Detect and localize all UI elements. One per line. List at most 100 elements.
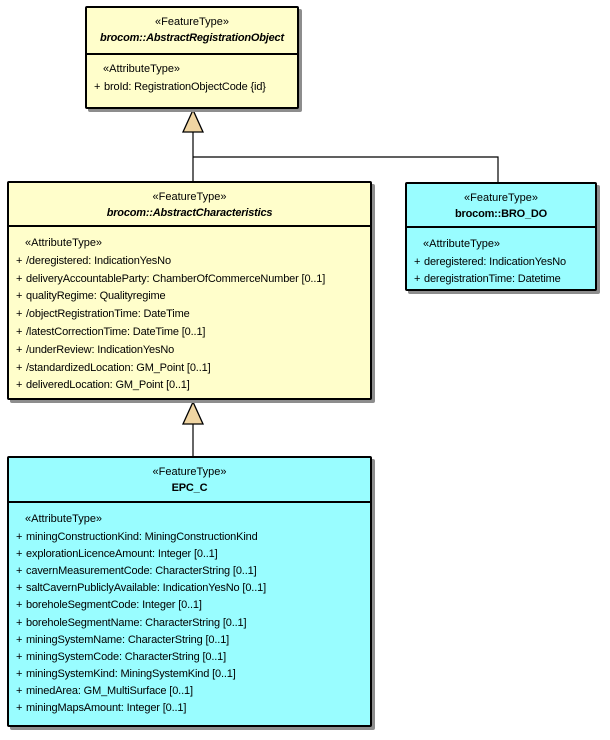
attribute-text: miningSystemCode: CharacterString [0..1]: [26, 650, 227, 663]
class-header: «FeatureType» brocom::BRO_DO: [407, 184, 595, 228]
attributes-list: + /deregistered: IndicationYesNo + deliv…: [9, 252, 370, 394]
attribute-text: deliveryAccountableParty: ChamberOfComme…: [26, 272, 326, 285]
class-name: brocom::AbstractRegistrationObject: [100, 32, 284, 44]
attribute-text: deregistrationTime: Datetime: [424, 273, 561, 286]
class-header: «FeatureType» brocom::AbstractCharacteri…: [9, 183, 370, 227]
visibility-marker: +: [16, 290, 23, 303]
visibility-marker: +: [94, 80, 101, 93]
visibility-marker: +: [16, 685, 23, 698]
class-stereotype: «FeatureType»: [155, 16, 229, 28]
class-box-abstract-characteristics[interactable]: «FeatureType» brocom::AbstractCharacteri…: [7, 181, 372, 400]
attribute-row: + deregistered: IndicationYesNo: [407, 253, 595, 271]
visibility-marker: +: [16, 564, 23, 577]
attribute-row: + /objectRegistrationTime: DateTime: [9, 305, 370, 323]
attribute-type-header: «AttributeType»: [103, 63, 181, 75]
generalization-connector-characteristics-to-registrationobject: [181, 108, 205, 182]
attribute-row: + miningConstructionKind: MiningConstruc…: [9, 528, 370, 545]
attribute-text: /deregistered: IndicationYesNo: [26, 254, 171, 267]
visibility-marker: +: [16, 379, 23, 392]
attribute-text: boreholeSegmentName: CharacterString [0.…: [26, 616, 247, 629]
attribute-row: + minedArea: GM_MultiSurface [0..1]: [9, 683, 370, 700]
generalization-connector-brodo-to-registrationobject: [193, 156, 499, 183]
visibility-marker: +: [16, 547, 23, 560]
visibility-marker: +: [414, 255, 421, 268]
attribute-row: + miningMapsAmount: Integer [0..1]: [9, 700, 370, 717]
generalization-arrow-icon: [181, 400, 205, 425]
class-box-bro-do[interactable]: «FeatureType» brocom::BRO_DO «AttributeT…: [405, 182, 597, 291]
attribute-text: saltCavernPubliclyAvailable: IndicationY…: [26, 582, 266, 595]
attribute-row: + /standardizedLocation: GM_Point [0..1]: [9, 359, 370, 377]
attribute-text: deregistered: IndicationYesNo: [424, 255, 567, 268]
class-stereotype: «FeatureType»: [152, 191, 227, 203]
attribute-row: + miningSystemCode: CharacterString [0..…: [9, 648, 370, 665]
class-header: «FeatureType» EPC_C: [9, 458, 370, 503]
visibility-marker: +: [16, 308, 23, 321]
attribute-row: + explorationLicenceAmount: Integer [0..…: [9, 545, 370, 562]
attribute-row: + /latestCorrectionTime: DateTime [0..1]: [9, 323, 370, 341]
attribute-text: /standardizedLocation: GM_Point [0..1]: [26, 361, 211, 374]
visibility-marker: +: [16, 599, 23, 612]
attribute-row: + miningSystemName: CharacterString [0..…: [9, 631, 370, 648]
attribute-row: + boreholeSegmentCode: Integer [0..1]: [9, 597, 370, 614]
attribute-row: + miningSystemKind: MiningSystemKind [0.…: [9, 666, 370, 683]
attribute-text: qualityRegime: Qualityregime: [26, 290, 166, 303]
attribute-text: miningSystemKind: MiningSystemKind [0..1…: [26, 668, 236, 681]
attribute-text: miningConstructionKind: MiningConstructi…: [26, 530, 258, 543]
attribute-text: deliveredLocation: GM_Point [0..1]: [26, 379, 190, 392]
attributes-list: + miningConstructionKind: MiningConstruc…: [9, 528, 370, 717]
attribute-text: miningSystemName: CharacterString [0..1]: [26, 633, 230, 646]
attribute-row: + qualityRegime: Qualityregime: [9, 288, 370, 306]
attribute-text: minedArea: GM_MultiSurface [0..1]: [26, 685, 193, 698]
attribute-row: + saltCavernPubliclyAvailable: Indicatio…: [9, 580, 370, 597]
attribute-row: + cavernMeasurementCode: CharacterString…: [9, 562, 370, 579]
attribute-text: /underReview: IndicationYesNo: [26, 343, 175, 356]
attribute-text: explorationLicenceAmount: Integer [0..1]: [26, 547, 218, 560]
visibility-marker: +: [16, 361, 23, 374]
attribute-row: + deliveredLocation: GM_Point [0..1]: [9, 377, 370, 395]
class-name: brocom::AbstractCharacteristics: [106, 207, 273, 219]
visibility-marker: +: [16, 343, 23, 356]
visibility-marker: +: [16, 668, 23, 681]
attributes-list: + broId: RegistrationObjectCode {id}: [87, 78, 297, 95]
visibility-marker: +: [16, 616, 23, 629]
attribute-text: boreholeSegmentCode: Integer [0..1]: [26, 599, 202, 612]
attribute-row: + broId: RegistrationObjectCode {id}: [87, 78, 297, 95]
visibility-marker: +: [16, 633, 23, 646]
attributes-compartment: «AttributeType» + miningConstructionKind…: [9, 503, 370, 725]
attribute-row: + deliveryAccountableParty: ChamberOfCom…: [9, 270, 370, 288]
generalization-arrow-icon: [181, 108, 205, 133]
attribute-row: + boreholeSegmentName: CharacterString […: [9, 614, 370, 631]
attribute-type-header: «AttributeType»: [25, 513, 103, 525]
class-name: brocom::BRO_DO: [455, 208, 547, 220]
attribute-row: + /underReview: IndicationYesNo: [9, 341, 370, 359]
attribute-row: + deregistrationTime: Datetime: [407, 271, 595, 289]
attribute-text: broId: RegistrationObjectCode {id}: [104, 80, 266, 93]
visibility-marker: +: [16, 650, 23, 663]
attribute-text: /latestCorrectionTime: DateTime [0..1]: [26, 326, 206, 339]
visibility-marker: +: [16, 582, 23, 595]
attributes-list: + deregistered: IndicationYesNo + deregi…: [407, 253, 595, 288]
class-stereotype: «FeatureType»: [464, 192, 538, 204]
class-stereotype: «FeatureType»: [152, 466, 227, 478]
attributes-compartment: «AttributeType» + broId: RegistrationObj…: [87, 55, 297, 107]
attribute-row: + /deregistered: IndicationYesNo: [9, 252, 370, 270]
visibility-marker: +: [414, 273, 421, 286]
class-name: EPC_C: [171, 482, 208, 494]
visibility-marker: +: [16, 254, 23, 267]
class-box-epc-c[interactable]: «FeatureType» EPC_C «AttributeType» + mi…: [7, 456, 372, 727]
attributes-compartment: «AttributeType» + /deregistered: Indicat…: [9, 227, 370, 398]
attribute-text: miningMapsAmount: Integer [0..1]: [26, 702, 187, 715]
visibility-marker: +: [16, 530, 23, 543]
visibility-marker: +: [16, 702, 23, 715]
visibility-marker: +: [16, 326, 23, 339]
attribute-type-header: «AttributeType»: [25, 237, 103, 249]
attribute-text: /objectRegistrationTime: DateTime: [26, 308, 190, 321]
visibility-marker: +: [16, 272, 23, 285]
class-box-abstract-registration-object[interactable]: «FeatureType» brocom::AbstractRegistrati…: [85, 6, 299, 109]
class-header: «FeatureType» brocom::AbstractRegistrati…: [87, 8, 297, 55]
attributes-compartment: «AttributeType» + deregistered: Indicati…: [407, 228, 595, 289]
generalization-connector-epcc-to-characteristics: [181, 400, 205, 457]
attribute-type-header: «AttributeType»: [423, 238, 501, 250]
